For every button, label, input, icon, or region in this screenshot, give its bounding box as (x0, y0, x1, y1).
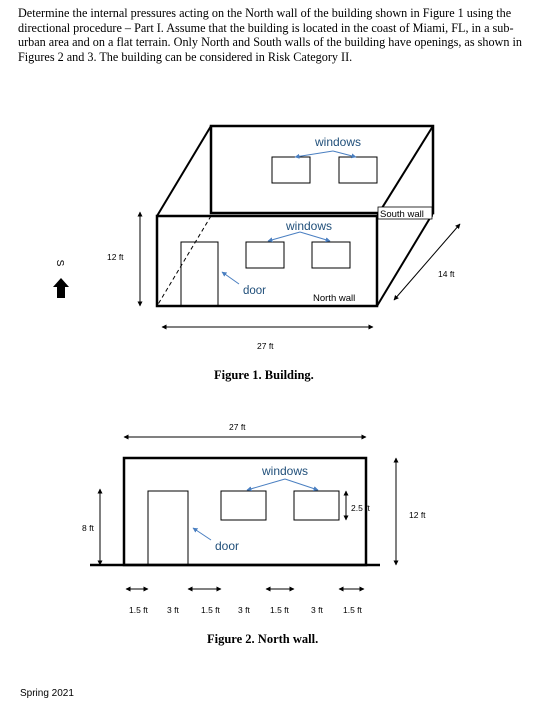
south-window (271, 156, 311, 184)
window-height-label: 2.5 ft (351, 503, 371, 513)
door (180, 241, 219, 307)
dim-label: 3 ft (238, 605, 250, 615)
dim-label: 3 ft (311, 605, 323, 615)
north-window (311, 241, 351, 269)
depth-label-fig1: 14 ft (438, 269, 455, 279)
dim-label: 1.5 ft (270, 605, 290, 615)
door-label-fig1: door (243, 285, 266, 297)
window (293, 490, 340, 521)
wall-outline (122, 456, 368, 567)
windows-label-fig2: windows (261, 464, 308, 478)
figure1-dimensions (137, 211, 461, 330)
south-wall-label: South wall (380, 209, 424, 220)
wall-height-label: 12 ft (409, 510, 426, 520)
north-window (245, 241, 285, 269)
problem-statement: Determine the internal pressures acting … (18, 6, 522, 64)
windows-label-top: windows (314, 135, 361, 149)
south-wall-label-box (377, 206, 433, 220)
footer-semester: Spring 2021 (20, 688, 74, 699)
dim-label: 1.5 ft (201, 605, 221, 615)
dim-label: 3 ft (167, 605, 179, 615)
figure2-north-wall (90, 456, 380, 567)
compass-north-arrow: S (53, 260, 69, 298)
height-label-fig1: 12 ft (107, 252, 124, 262)
figure1-callouts (221, 150, 357, 285)
door-height-label: 8 ft (82, 523, 94, 533)
north-wall-label: North wall (313, 293, 355, 304)
south-wall-outline (209, 124, 435, 215)
figure1-caption: Figure 1. Building. (214, 368, 314, 382)
door (147, 490, 189, 566)
dim-label: 1.5 ft (129, 605, 149, 615)
figure2-callouts (192, 478, 319, 541)
door-label-fig2: door (215, 539, 239, 553)
hidden-edge (156, 215, 212, 307)
figure2-caption: Figure 2. North wall. (207, 632, 319, 646)
width-label-fig2: 27 ft (229, 422, 246, 432)
window (220, 490, 267, 521)
figure2-dimensions (97, 434, 399, 592)
south-window (338, 156, 378, 184)
dim-label: 1.5 ft (343, 605, 363, 615)
compass-label: S (54, 260, 65, 267)
windows-label-front: windows (285, 219, 332, 233)
width-label-fig1: 27 ft (257, 341, 274, 351)
